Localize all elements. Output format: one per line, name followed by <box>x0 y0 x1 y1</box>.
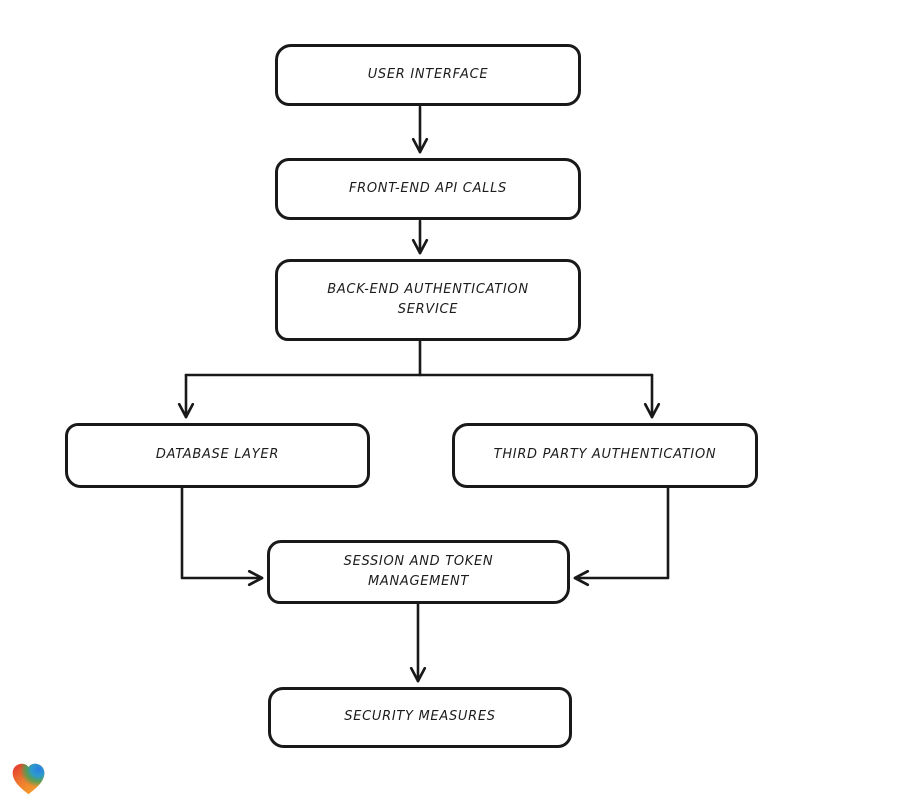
node-label: SESSION AND TOKEN MANAGEMENT <box>343 553 494 589</box>
node-label: THIRD PARTY AUTHENTICATION <box>493 447 717 463</box>
node-label: DATABASE LAYER <box>155 447 280 463</box>
node-label: USER INTERFACE <box>367 66 489 82</box>
node-label: FRONT-END API CALLS <box>348 180 508 196</box>
node-user-interface[interactable]: USER INTERFACE <box>275 44 581 106</box>
node-label: SECURITY MEASURES <box>344 709 496 725</box>
edge-database-to-session <box>180 486 264 587</box>
edge-thirdparty-to-session <box>573 486 670 587</box>
node-label: BACK-END AUTHENTICATION SERVICE <box>327 281 529 317</box>
node-database-layer[interactable]: DATABASE LAYER <box>65 423 370 488</box>
node-front-end-api-calls[interactable]: FRONT-END API CALLS <box>275 158 581 220</box>
node-third-party-authentication[interactable]: THIRD PARTY AUTHENTICATION <box>452 423 758 488</box>
gradient-heart-logo-icon[interactable] <box>10 762 47 796</box>
node-session-and-token-management[interactable]: SESSION AND TOKEN MANAGEMENT <box>267 540 570 604</box>
node-back-end-authentication-service[interactable]: BACK-END AUTHENTICATION SERVICE <box>275 259 581 341</box>
node-security-measures[interactable]: SECURITY MEASURES <box>268 687 572 748</box>
